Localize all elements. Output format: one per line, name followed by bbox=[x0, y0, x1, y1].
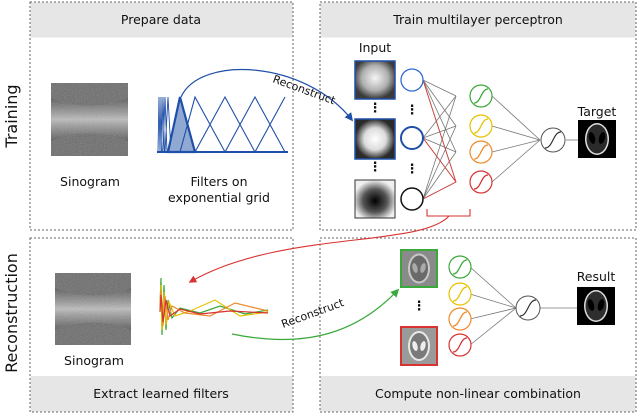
learned-filters-plot bbox=[159, 277, 269, 336]
sigmoid-icon bbox=[452, 286, 468, 302]
filters-label-line2: exponential grid bbox=[168, 190, 270, 205]
input-image-3 bbox=[354, 179, 396, 219]
result-phantom-image bbox=[577, 287, 615, 325]
extract-arrow-red bbox=[188, 215, 450, 283]
input-ellipsis: ⋮ bbox=[369, 101, 382, 116]
combo-node-1 bbox=[448, 255, 472, 279]
mlp-edges-input-hidden bbox=[422, 79, 457, 200]
sigmoid-icon bbox=[473, 174, 489, 190]
sigmoid-icon bbox=[452, 259, 468, 275]
recon-image-red bbox=[400, 326, 438, 366]
sigmoid-icon bbox=[473, 88, 489, 104]
hidden-node-2 bbox=[469, 114, 493, 138]
reconstruct-arrow-blue bbox=[180, 68, 354, 122]
filters-label-line1: Filters on bbox=[190, 174, 247, 189]
recon-ellipsis: ⋮ bbox=[413, 299, 426, 314]
input-ellipsis-2: ⋮ bbox=[369, 160, 382, 175]
sinogram-image-top bbox=[51, 83, 128, 156]
node-ellipsis: ⋮ bbox=[406, 103, 419, 118]
sinogram-label-top: Sinogram bbox=[60, 174, 120, 189]
panel-title-extract: Extract learned filters bbox=[93, 386, 229, 401]
sinogram-label-bottom: Sinogram bbox=[64, 353, 124, 368]
result-label: Result bbox=[577, 269, 616, 284]
combination-edges bbox=[469, 266, 578, 346]
side-label-reconstruction: Reconstruction bbox=[2, 253, 21, 373]
sigmoid-icon bbox=[473, 144, 489, 160]
exponential-filters-plot bbox=[157, 95, 288, 154]
sigmoid-icon bbox=[452, 337, 468, 353]
panel-title-train: Train multilayer perceptron bbox=[392, 12, 563, 27]
input-image-1 bbox=[354, 60, 396, 100]
combo-node-4 bbox=[448, 333, 472, 357]
sigmoid-icon bbox=[519, 299, 537, 317]
sigmoid-icon bbox=[544, 131, 562, 149]
combo-output-node bbox=[515, 295, 541, 321]
node-ellipsis-2: ⋮ bbox=[406, 162, 419, 177]
sinogram-image-bottom bbox=[55, 273, 131, 345]
hidden-node-3 bbox=[469, 140, 493, 164]
input-node-3 bbox=[400, 187, 424, 211]
input-node-2 bbox=[400, 126, 424, 150]
target-label: Target bbox=[577, 104, 617, 119]
combo-node-2 bbox=[448, 282, 472, 306]
reconstruct-arrow-green bbox=[231, 288, 400, 341]
hidden-node-4 bbox=[469, 170, 493, 194]
target-phantom-image bbox=[578, 120, 616, 158]
output-node-train bbox=[540, 127, 566, 153]
recon-image-green bbox=[400, 249, 438, 288]
combo-node-3 bbox=[448, 307, 472, 331]
input-label: Input bbox=[359, 40, 391, 55]
hidden-node-1 bbox=[469, 84, 493, 108]
panel-title-compute: Compute non-linear combination bbox=[375, 386, 581, 401]
sigmoid-icon bbox=[452, 311, 468, 327]
input-image-2 bbox=[354, 118, 396, 160]
mlp-edges-hidden-output bbox=[491, 95, 541, 183]
sigmoid-icon bbox=[473, 118, 489, 134]
panel-title-prepare: Prepare data bbox=[121, 12, 201, 27]
input-node-1 bbox=[400, 68, 424, 92]
side-label-training: Training bbox=[2, 84, 21, 148]
